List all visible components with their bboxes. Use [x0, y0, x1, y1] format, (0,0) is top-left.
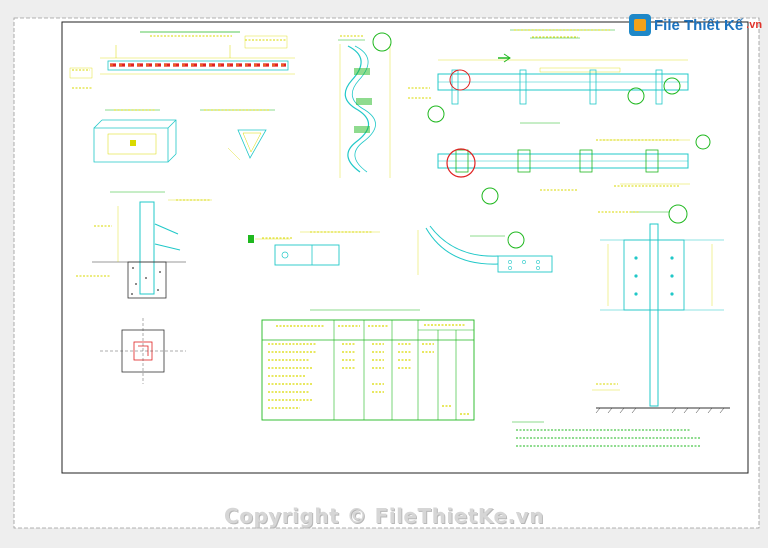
drawing-frame	[61, 21, 749, 474]
logo-brand-text: File Thiết Kế	[654, 16, 744, 34]
guardrail-plan	[437, 122, 711, 205]
copyright-watermark: Copyright © FileThietKe.vn	[224, 504, 544, 528]
site-logo[interactable]: File Thiết Kế .vn	[629, 14, 762, 36]
w-beam-profile	[338, 32, 392, 178]
post-elevation-right	[592, 204, 730, 414]
logo-suffix-text: .vn	[746, 19, 763, 31]
guardrail-elevation	[427, 29, 689, 123]
general-notes	[512, 421, 700, 447]
annotation-labels	[72, 29, 680, 385]
quantity-table	[261, 309, 475, 421]
file-thiet-ke-logo-icon	[629, 14, 651, 36]
paper-border	[13, 17, 760, 529]
end-terminal-detail	[417, 225, 553, 275]
post-foundation-section	[92, 191, 212, 299]
post-plan-view	[100, 318, 186, 384]
rail-layout-detail	[69, 31, 295, 79]
